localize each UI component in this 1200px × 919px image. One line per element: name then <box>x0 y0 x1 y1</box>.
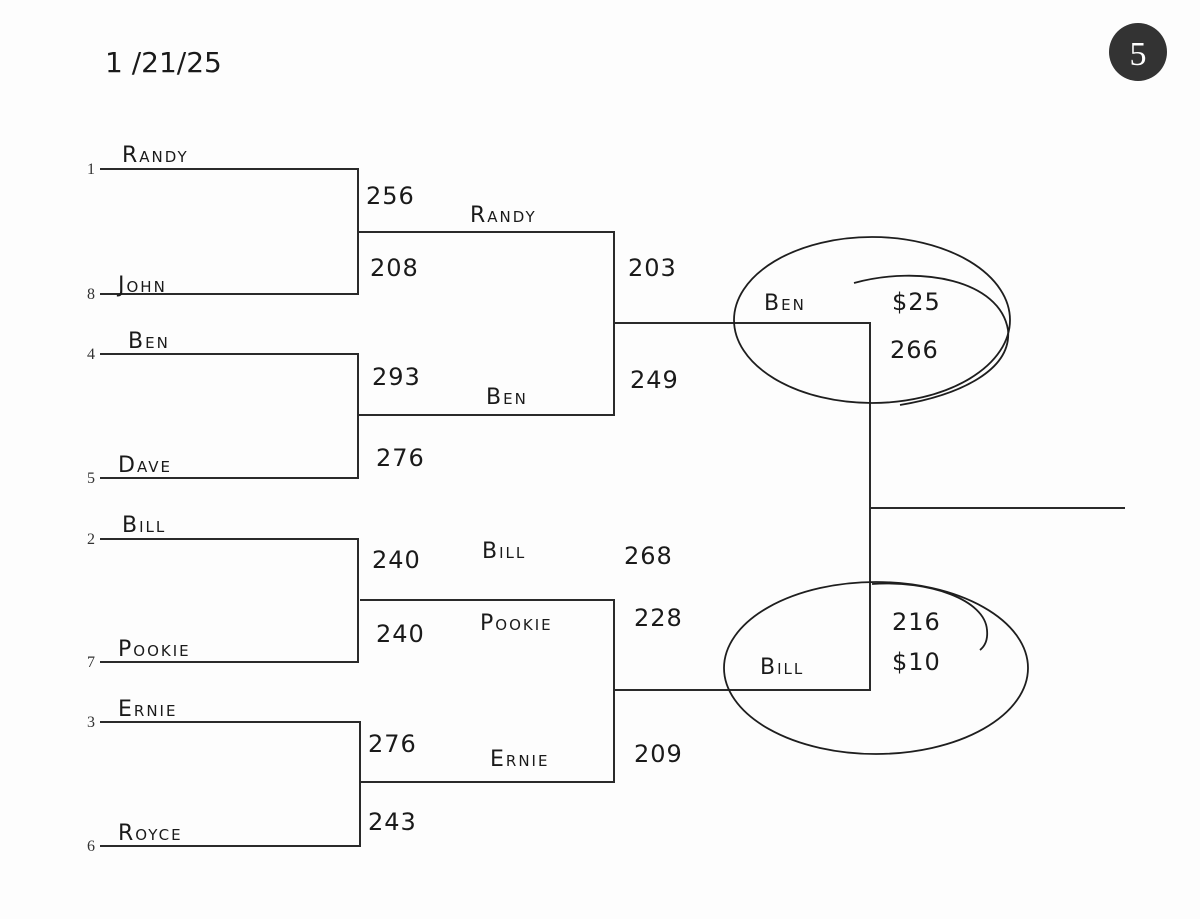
player-name: Randy <box>122 143 189 168</box>
prize: $25 <box>892 288 941 316</box>
page-number: 5 <box>1130 36 1147 73</box>
score: 203 <box>628 254 677 282</box>
round2-lines <box>358 231 615 783</box>
player-name: Bill <box>482 539 526 564</box>
date-label: 1 /21/25 <box>105 46 222 79</box>
score: 243 <box>368 808 417 836</box>
score: 240 <box>372 546 421 574</box>
score: 209 <box>634 740 683 768</box>
score: 249 <box>630 366 679 394</box>
seed: 1 <box>87 161 95 178</box>
player-name: Ben <box>764 291 806 316</box>
player-name: Dave <box>118 453 172 478</box>
score: 208 <box>370 254 419 282</box>
seed: 2 <box>87 531 95 548</box>
winner-circle-arc <box>853 274 1009 406</box>
player-name: Ernie <box>118 697 177 722</box>
winner-circle <box>733 236 1011 404</box>
score: 216 <box>892 608 941 636</box>
player-name: John <box>116 273 167 298</box>
player-name: Bill <box>760 655 804 680</box>
runnerup-circle <box>723 581 1029 755</box>
player-name: Pookie <box>480 611 553 636</box>
score: 266 <box>890 336 939 364</box>
score: 240 <box>376 620 425 648</box>
seed: 3 <box>87 714 95 731</box>
player-name: Ben <box>486 385 528 410</box>
score: 268 <box>624 542 673 570</box>
prize: $10 <box>892 648 941 676</box>
player-name: Ben <box>128 329 170 354</box>
round3-lines <box>614 322 1125 691</box>
seed: 4 <box>87 346 95 363</box>
score: 228 <box>634 604 683 632</box>
seed: 5 <box>87 470 95 487</box>
round1-lines <box>100 168 361 847</box>
score: 276 <box>368 730 417 758</box>
seed: 7 <box>87 654 95 671</box>
player-name: Bill <box>122 513 166 538</box>
page-badge <box>1109 23 1167 81</box>
player-name: Randy <box>470 203 537 228</box>
player-name: Pookie <box>118 637 191 662</box>
score: 276 <box>376 444 425 472</box>
score: 293 <box>372 363 421 391</box>
player-name: Ernie <box>490 747 549 772</box>
player-name: Royce <box>118 821 183 846</box>
score: 256 <box>366 182 415 210</box>
seed: 8 <box>87 286 95 303</box>
seed: 6 <box>87 838 95 855</box>
runnerup-circle-arc <box>871 582 989 651</box>
